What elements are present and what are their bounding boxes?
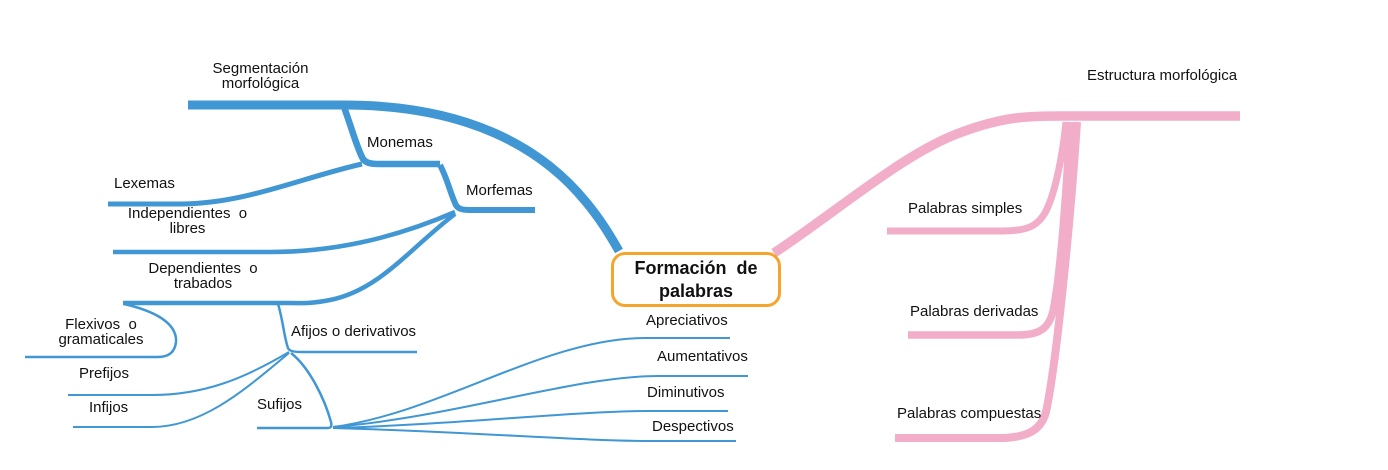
node-aumentativos[interactable]: Aumentativos	[657, 348, 748, 365]
branch-prefijos-line	[68, 351, 290, 396]
branch-morfemas-line	[437, 163, 535, 213]
node-diminutivos[interactable]: Diminutivos	[647, 384, 725, 401]
node-dependientes-o-trabados[interactable]: Dependientes o trabados	[148, 260, 258, 292]
branch-flexivos-line	[25, 302, 178, 359]
branch-despectivos-line	[332, 427, 736, 442]
branch-estructura-line	[771, 111, 1240, 257]
node-palabras-compuestas[interactable]: Palabras compuestas	[897, 405, 1042, 422]
node-apreciativos[interactable]: Apreciativos	[646, 312, 728, 329]
branch-aumentativos-line	[332, 375, 748, 428]
node-palabras-derivadas[interactable]: Palabras derivadas	[910, 303, 1039, 320]
node-palabras-simples[interactable]: Palabras simples	[908, 200, 1023, 217]
node-sufijos[interactable]: Sufijos	[257, 396, 303, 413]
branch-palabras-simples-line	[887, 121, 1070, 235]
branch-monemas-line	[340, 105, 440, 168]
node-estructura-morfologica[interactable]: Estructura morfológica	[1087, 67, 1238, 84]
node-morfemas[interactable]: Morfemas	[466, 182, 533, 199]
branch-apreciativos-line	[332, 337, 730, 428]
node-flexivos-o-gramaticales[interactable]: Flexivos o gramaticales	[58, 316, 144, 348]
branch-sufijos-line	[257, 352, 333, 430]
branch-palabras-compuestas-line	[895, 121, 1081, 442]
node-afijos-o-derivativos[interactable]: Afijos o derivativos	[291, 323, 417, 340]
node-independientes-o-libres[interactable]: Independientes o libres	[127, 205, 248, 237]
node-monemas[interactable]: Monemas	[367, 134, 433, 151]
node-despectivos[interactable]: Despectivos	[652, 418, 734, 435]
center-node-formacion-de-palabras[interactable]: Formación de palabras	[611, 252, 781, 307]
branch-segmentacion-line	[188, 100, 623, 254]
node-lexemas[interactable]: Lexemas	[114, 175, 175, 192]
branch-diminutivos-line	[332, 410, 728, 429]
branch-independientes-line	[113, 209, 456, 255]
branch-palabras-derivadas-line	[908, 121, 1074, 339]
node-infijos[interactable]: Infijos	[89, 399, 129, 416]
branch-dependientes-line	[123, 212, 457, 306]
branch-lexemas-line	[108, 161, 363, 207]
branch-afijos-line	[276, 303, 417, 354]
node-segmentacion-morfologica[interactable]: Segmentación morfológica	[212, 60, 309, 92]
branch-infijos-line	[73, 352, 290, 428]
node-prefijos[interactable]: Prefijos	[79, 365, 130, 382]
